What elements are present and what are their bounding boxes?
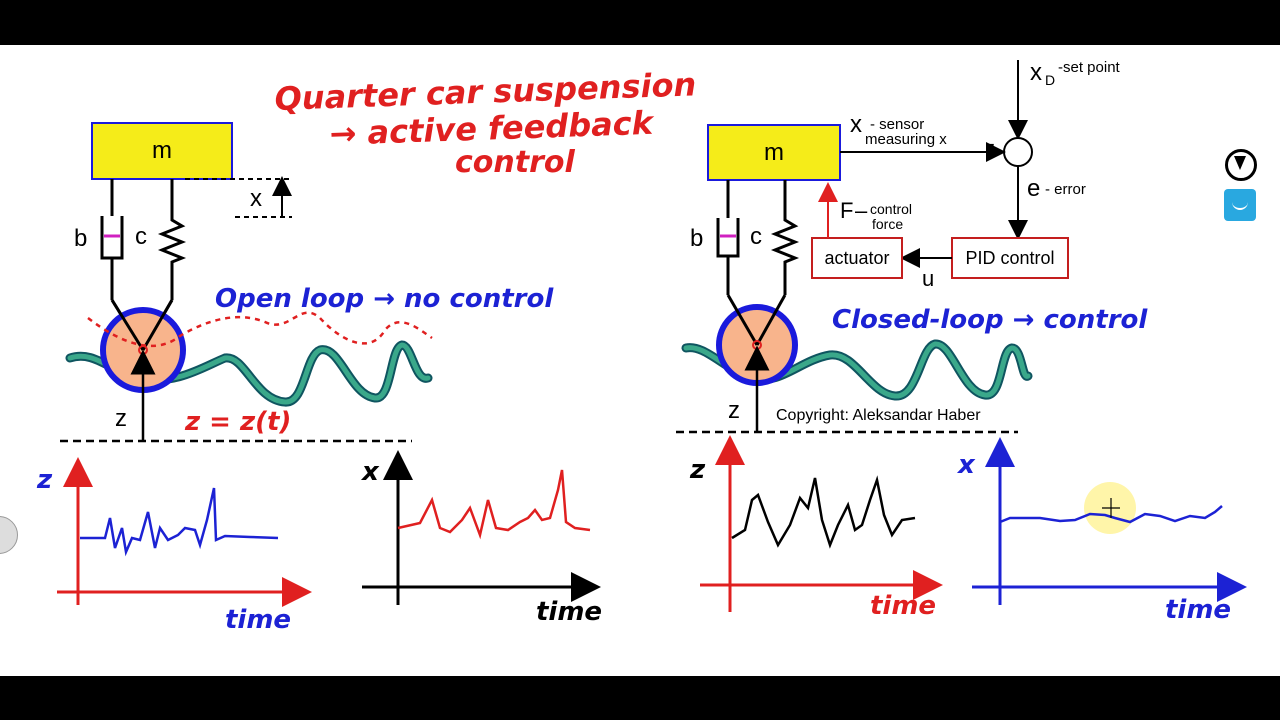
- sensor-label: x: [850, 111, 862, 138]
- pid-control-box: [951, 237, 1069, 279]
- summing-junction: [1003, 137, 1033, 167]
- svg-text:- error: - error: [1045, 181, 1086, 198]
- left-road-equation: z = z(t): [184, 407, 291, 437]
- graph-road-closed: z time: [689, 435, 943, 621]
- right-z-label: z: [728, 397, 740, 424]
- actuator-box: [811, 237, 903, 279]
- g2-trace: [397, 469, 591, 540]
- g4-xlabel: time: [1165, 595, 1231, 625]
- left-spring-label: c: [135, 223, 147, 250]
- pid-label: PID control: [965, 248, 1054, 268]
- g2-ylabel: x: [360, 457, 380, 487]
- left-spring: [157, 179, 187, 300]
- left-mode-label: Open loop → no control: [215, 284, 554, 314]
- svg-text:force: force: [872, 216, 903, 232]
- g3-trace: [731, 475, 916, 549]
- graph-road-open: z time: [36, 457, 312, 635]
- setpoint-desc: -set point: [1058, 59, 1121, 76]
- right-spring-label: c: [750, 223, 762, 250]
- g1-trace: [80, 487, 279, 557]
- svg-text:–: –: [855, 198, 868, 223]
- svg-text:D: D: [1045, 72, 1055, 88]
- title-line-3: control: [455, 145, 575, 180]
- left-trajectory: [87, 311, 433, 348]
- force-label: F: [840, 198, 853, 223]
- left-damper-label: b: [74, 225, 87, 252]
- right-mode-label: Closed-loop → control: [832, 305, 1148, 335]
- graph-body-open: x time: [360, 450, 602, 627]
- setpoint-label: x: [1030, 59, 1042, 86]
- g2-xlabel: time: [536, 597, 602, 627]
- g4-ylabel: x: [956, 450, 976, 480]
- right-suspension: m b c: [690, 124, 841, 295]
- left-mass-label: m: [152, 137, 172, 164]
- g3-ylabel: z: [689, 455, 706, 485]
- left-suspension: m b c x: [74, 122, 292, 351]
- right-mass-label: m: [764, 139, 784, 166]
- g4-trace: [999, 505, 1223, 524]
- left-x-label: x: [250, 185, 262, 212]
- crosshair-cursor-icon: [1102, 498, 1120, 518]
- pen-tool-icon[interactable]: [1224, 148, 1257, 181]
- svg-text:- sensor: - sensor: [870, 116, 924, 133]
- svg-text:measuring x: measuring x: [865, 131, 947, 148]
- svg-text:control: control: [870, 201, 912, 217]
- title: Quarter car suspension → active feedback…: [274, 65, 697, 180]
- actuator-label: actuator: [824, 248, 889, 268]
- smile-icon[interactable]: [1224, 189, 1256, 221]
- right-damper-label: b: [690, 225, 703, 252]
- right-spring: [770, 180, 800, 295]
- g1-xlabel: time: [225, 605, 291, 635]
- feedback-loop: x D -set point - x - sensor measuring x …: [811, 59, 1121, 291]
- left-mass-block: [91, 122, 233, 180]
- error-label: e: [1027, 175, 1040, 202]
- left-z-label: z: [115, 405, 127, 432]
- graph-body-closed: x time: [956, 437, 1247, 625]
- top-letterbox: [0, 0, 1280, 45]
- copyright-text: Copyright: Aleksandar Haber: [776, 407, 981, 424]
- bottom-letterbox: [0, 676, 1280, 720]
- g3-xlabel: time: [870, 591, 936, 621]
- u-label: u: [922, 266, 934, 291]
- g1-ylabel: z: [36, 465, 53, 495]
- whiteboard-canvas: Quarter car suspension → active feedback…: [0, 45, 1280, 676]
